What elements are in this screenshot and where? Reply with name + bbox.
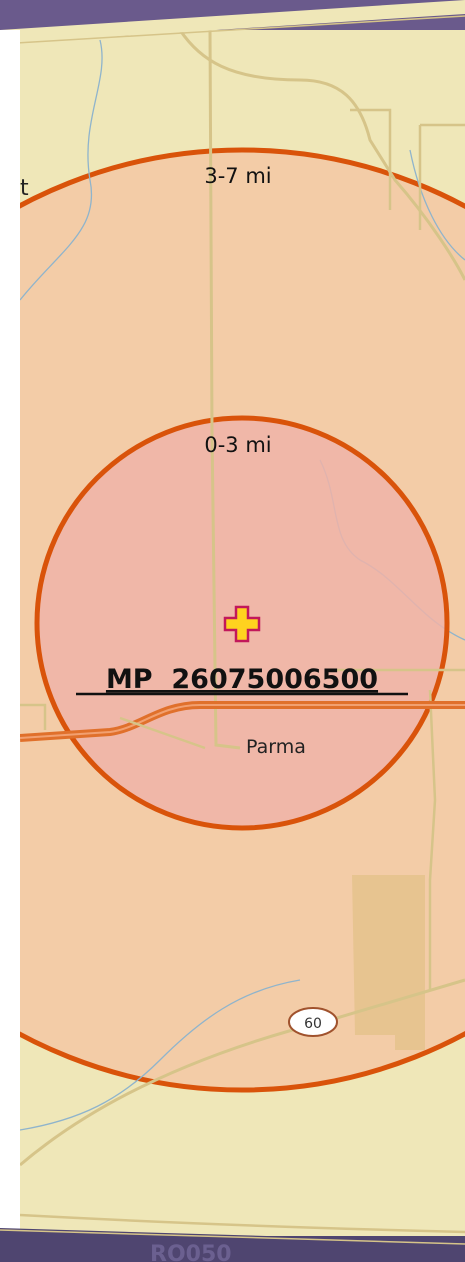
road-north <box>178 29 465 281</box>
top-frame-edge <box>0 0 465 45</box>
road-east-south <box>428 689 437 990</box>
route-shield-60: 60 <box>288 1007 338 1037</box>
water-line <box>409 149 465 261</box>
watermark-text: RO050 <box>150 1242 232 1262</box>
shield-number: 60 <box>304 1016 322 1032</box>
outer-ring-label: 3-7 mi <box>204 164 271 188</box>
shield-icon <box>288 1007 338 1037</box>
road-east-grid <box>350 108 465 230</box>
site-label: MP 26075006500 <box>106 664 378 695</box>
road-bottom-edge <box>19 1213 465 1234</box>
road-spur <box>119 716 206 750</box>
inner-ring-label: 0-3 mi <box>204 433 271 457</box>
road-west <box>20 703 47 730</box>
bottom-frame-edge: RO050 <box>0 1228 465 1262</box>
highway-centerline <box>19 704 465 739</box>
place-label-partial: t <box>20 176 29 201</box>
site-marker-icon[interactable] <box>223 605 261 643</box>
water-line <box>19 979 301 1131</box>
water-line <box>19 39 103 301</box>
road-north-south <box>208 29 241 750</box>
left-panel <box>0 30 20 1240</box>
urban-area <box>352 875 425 1050</box>
place-label-parma: Parma <box>246 736 306 758</box>
